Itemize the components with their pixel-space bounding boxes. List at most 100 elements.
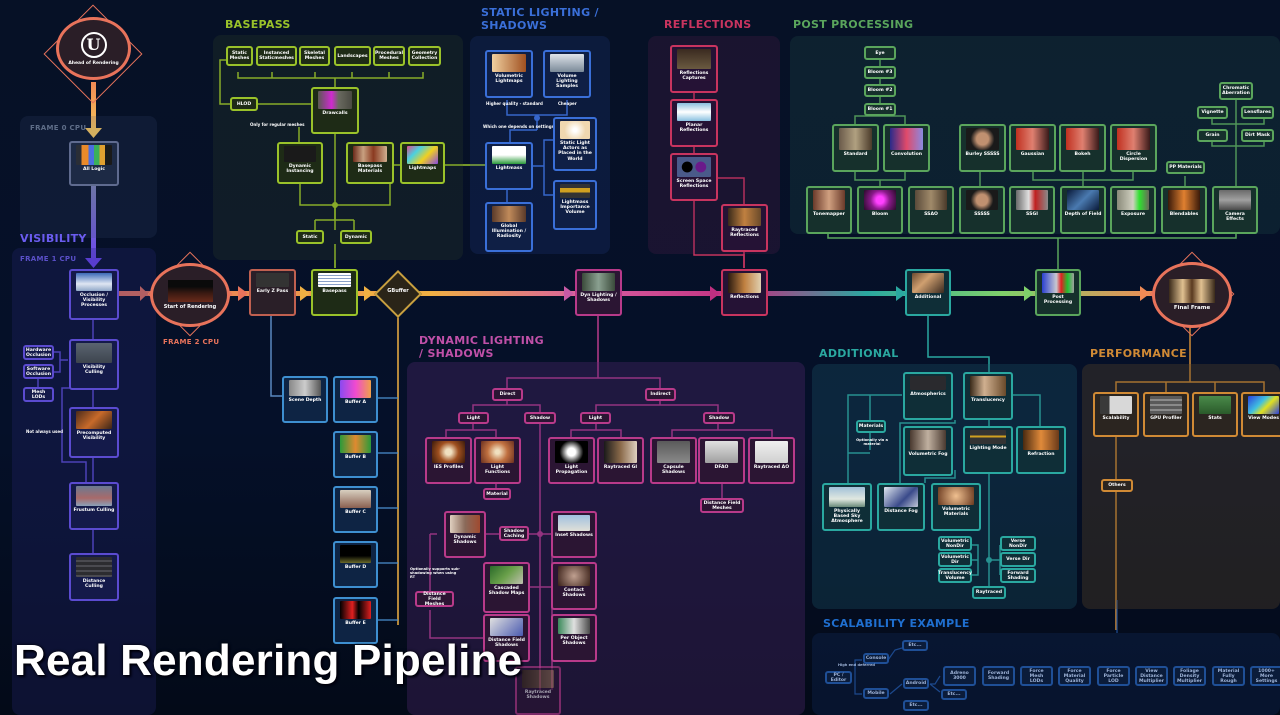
scalability-setting-1[interactable]: Forward Shading bbox=[982, 666, 1015, 686]
scalability-setting-2[interactable]: Force Mesh LODs bbox=[1020, 666, 1053, 686]
bloom-chain-2[interactable]: Bloom #2 bbox=[864, 84, 896, 97]
lensflares-tag[interactable]: Lensflares bbox=[1241, 106, 1274, 119]
raytraced-shadows-node[interactable]: Raytraced Shadows bbox=[515, 666, 561, 715]
planar-reflections-node[interactable]: Planar Reflections bbox=[670, 99, 718, 147]
static-light-actors-node[interactable]: Static Light Actors as Placed in the Wor… bbox=[553, 117, 597, 171]
volume-lighting-samples-node[interactable]: Volume Lighting Samples bbox=[543, 50, 591, 98]
distance-field-meshes-tag-direct[interactable]: Distance Field Meshes bbox=[415, 591, 454, 607]
view-modes-node[interactable]: View Modes bbox=[1241, 392, 1280, 437]
direct-light-tag[interactable]: Light bbox=[458, 412, 489, 424]
scalability-setting-0[interactable]: Adreno 3000 bbox=[943, 666, 976, 686]
buffer-b-node[interactable]: Buffer B bbox=[333, 431, 378, 478]
hardware-occlusion-tag[interactable]: Hardware Occlusion bbox=[23, 345, 54, 360]
mesh-type-procedural[interactable]: Procedural Meshes bbox=[373, 46, 405, 66]
pp-materials-tag[interactable]: PP Materials bbox=[1166, 161, 1205, 174]
scalability-setting-3[interactable]: Force Material Quality bbox=[1058, 666, 1091, 686]
static-tag[interactable]: Static bbox=[296, 230, 324, 244]
refraction-node[interactable]: Refraction bbox=[1016, 426, 1066, 474]
all-logic-node[interactable]: All Logic bbox=[69, 141, 119, 186]
pp-bottom-node-3[interactable]: SSSSS bbox=[959, 186, 1005, 234]
verse-dir-tag[interactable]: Verse Dir bbox=[1000, 552, 1036, 567]
pp-bottom-node-6[interactable]: Exposure bbox=[1110, 186, 1156, 234]
pp-top-node-0[interactable]: Standard bbox=[832, 124, 879, 172]
atmospherics-node[interactable]: Atmospherics bbox=[903, 372, 953, 420]
scalability-setting-5[interactable]: View Distance Multiplier bbox=[1135, 666, 1168, 686]
reflections-main-node[interactable]: Reflections bbox=[721, 269, 768, 316]
distance-fog-node[interactable]: Distance Fog bbox=[877, 483, 925, 531]
screen-space-reflections-node[interactable]: Screen Space Reflections bbox=[670, 153, 718, 201]
distance-culling-node[interactable]: Distance Culling bbox=[69, 553, 119, 601]
pp-top-node-5[interactable]: Circle Dispersion bbox=[1110, 124, 1157, 172]
pp-bottom-node-1[interactable]: Bloom bbox=[857, 186, 903, 234]
dynamic-instancing-node[interactable]: Dynamic Instancing bbox=[277, 142, 323, 184]
precomputed-visibility-node[interactable]: Precomputed Visibility bbox=[69, 407, 119, 458]
etc-android-tag[interactable]: Etc... bbox=[941, 689, 967, 700]
buffer-e-node[interactable]: Buffer E bbox=[333, 597, 378, 644]
ahead-of-rendering-node[interactable]: U Ahead of Rendering bbox=[56, 17, 131, 80]
indirect-light-tag[interactable]: Light bbox=[580, 412, 611, 424]
mesh-type-static[interactable]: Static Meshes bbox=[226, 46, 253, 66]
android-tag[interactable]: Android bbox=[903, 678, 929, 689]
materials-tag[interactable]: Materials bbox=[856, 420, 886, 433]
pp-top-node-4[interactable]: Bokeh bbox=[1059, 124, 1106, 172]
volumetric-dir-tag[interactable]: Volumetric Dir bbox=[938, 552, 972, 567]
direct-shadow-tag[interactable]: Shadow bbox=[524, 412, 556, 424]
dyn-light-node-2[interactable]: Light Propagation bbox=[548, 437, 595, 484]
etc-mobile-tag[interactable]: Etc... bbox=[903, 700, 929, 711]
pp-top-node-2[interactable]: Burley SSSSS bbox=[959, 124, 1006, 172]
reflection-captures-node[interactable]: Reflections Captures bbox=[670, 45, 718, 93]
volumetric-lightmaps-node[interactable]: Volumetric Lightmaps bbox=[485, 50, 533, 98]
volumetric-materials-node[interactable]: Volumetric Materials bbox=[931, 483, 981, 531]
mobile-tag[interactable]: Mobile bbox=[863, 688, 889, 699]
chromatic-aberration-tag[interactable]: Chromatic Aberration bbox=[1219, 82, 1253, 100]
pp-top-node-1[interactable]: Convolution bbox=[883, 124, 930, 172]
inset-shadows-node[interactable]: Inset Shadows bbox=[551, 511, 597, 558]
translucency-node[interactable]: Translucency bbox=[963, 372, 1013, 420]
dyn-light-node-6[interactable]: Raytraced AO bbox=[748, 437, 795, 484]
etc-console-tag[interactable]: Etc... bbox=[902, 640, 928, 651]
dirt-mask-tag[interactable]: Dirt Mask bbox=[1241, 129, 1274, 142]
dyn-light-node-0[interactable]: IES Profiles bbox=[425, 437, 472, 484]
basepass-node[interactable]: Basepass bbox=[311, 269, 358, 316]
start-of-rendering-node[interactable]: Start of Rendering bbox=[150, 263, 230, 327]
volumetric-nondir-tag[interactable]: Volumetric NonDir bbox=[938, 536, 972, 551]
mesh-type-skeletal[interactable]: Skeletal Meshes bbox=[299, 46, 330, 66]
final-frame-node[interactable]: Final Frame bbox=[1152, 262, 1232, 328]
pp-bottom-node-5[interactable]: Depth of Field bbox=[1060, 186, 1106, 234]
distance-field-meshes-tag-indirect[interactable]: Distance Field Meshes bbox=[700, 498, 744, 513]
per-object-shadows-node[interactable]: Per Object Shadows bbox=[551, 614, 597, 662]
scalability-setting-6[interactable]: Foliage Density Multiplier bbox=[1173, 666, 1206, 686]
indirect-shadow-tag[interactable]: Shadow bbox=[703, 412, 735, 424]
translucency-volume-tag[interactable]: Translucency Volume bbox=[938, 568, 972, 583]
frustum-culling-node[interactable]: Frustum Culling bbox=[69, 482, 119, 530]
buffer-a-node[interactable]: Buffer A bbox=[333, 376, 378, 423]
raytraced-reflections-node[interactable]: Raytraced Reflections bbox=[721, 204, 768, 252]
hlod-tag[interactable]: HLOD bbox=[230, 97, 258, 111]
buffer-d-node[interactable]: Buffer D bbox=[333, 541, 378, 588]
dynamic-shadows-node[interactable]: Dynamic Shadows bbox=[444, 511, 486, 558]
software-occlusion-tag[interactable]: Software Occlusion bbox=[23, 364, 54, 379]
raytraced-tag[interactable]: Raytraced bbox=[972, 586, 1006, 599]
dyn-light-node-3[interactable]: Raytraced GI bbox=[597, 437, 644, 484]
drawcalls-node[interactable]: Drawcalls bbox=[311, 87, 359, 134]
scalability-setting-8[interactable]: 1000+ More Settings bbox=[1250, 666, 1280, 686]
basepass-materials-node[interactable]: Basepass Materials bbox=[346, 142, 394, 184]
dynamic-tag[interactable]: Dynamic bbox=[340, 230, 372, 244]
pp-bottom-node-0[interactable]: Tonemapper bbox=[806, 186, 852, 234]
mesh-type-landscapes[interactable]: Landscapes bbox=[334, 46, 371, 66]
buffer-c-node[interactable]: Buffer C bbox=[333, 486, 378, 533]
bloom-chain-3[interactable]: Bloom #3 bbox=[864, 66, 896, 79]
verse-nondir-tag[interactable]: Verse NonDir bbox=[1000, 536, 1036, 551]
bloom-chain-1[interactable]: Bloom #1 bbox=[864, 103, 896, 116]
lighting-mode-node[interactable]: Lighting Mode bbox=[963, 426, 1013, 474]
occlusion-visibility-node[interactable]: Occlusion / Visibility Processes bbox=[69, 269, 119, 320]
console-tag[interactable]: Console bbox=[863, 653, 889, 664]
lightmaps-node[interactable]: Lightmaps bbox=[400, 142, 445, 184]
dyn-light-node-5[interactable]: DFAO bbox=[698, 437, 745, 484]
lightmass-node[interactable]: Lightmass bbox=[485, 142, 533, 190]
pp-bottom-node-2[interactable]: SSAO bbox=[908, 186, 954, 234]
volumetric-fog-node[interactable]: Volumetric Fog bbox=[903, 426, 953, 476]
early-z-pass-node[interactable]: Early Z Pass bbox=[249, 269, 296, 316]
lightmass-importance-volume-node[interactable]: Lightmass Importance Volume bbox=[553, 180, 597, 230]
mesh-type-instanced[interactable]: Instanced Staticmeshes bbox=[256, 46, 297, 66]
